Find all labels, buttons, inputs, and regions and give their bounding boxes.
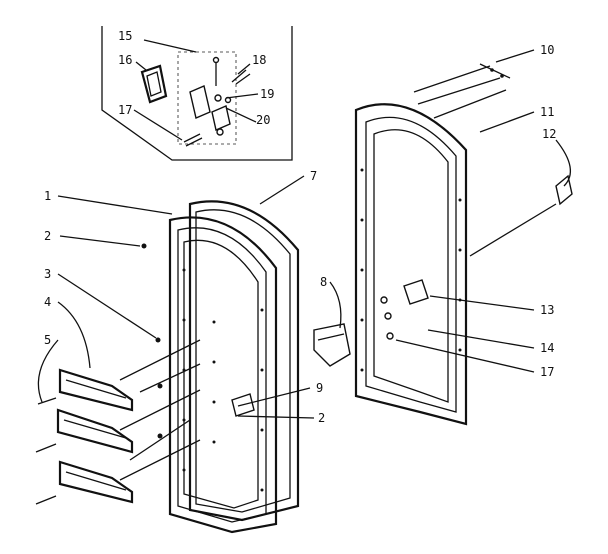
- assembly-lines: [119, 243, 201, 481]
- leader-19: [225, 93, 259, 99]
- leaders: [37, 49, 572, 419]
- inset-frame-part: [140, 64, 168, 104]
- frame-screw-holes: [360, 168, 462, 372]
- callout-20: 20: [256, 113, 270, 127]
- callout-15: 15: [118, 29, 132, 43]
- inset-border: [101, 26, 293, 161]
- cabinet-frame: [354, 103, 468, 426]
- door-panel: [168, 216, 278, 534]
- leader-20: [225, 107, 257, 123]
- hinge-part-13: [403, 279, 429, 305]
- callout-18: 18: [252, 53, 266, 67]
- callout-17-right: 17: [540, 365, 554, 379]
- door-gasket: [188, 200, 300, 522]
- leader-15: [143, 39, 197, 53]
- callout-10: 10: [540, 43, 554, 57]
- callout-numbers: 15 16 17 18 19 20 1 2 3 4 5 7 8 9 2 10 1…: [44, 29, 556, 425]
- leader-18: [237, 63, 251, 75]
- callout-8: 8: [320, 275, 327, 289]
- callout-16: 16: [118, 53, 132, 67]
- bracket-part-8: [313, 323, 351, 367]
- callout-19: 19: [260, 87, 274, 101]
- callout-2-right: 2: [318, 411, 325, 425]
- callout-3: 3: [44, 267, 51, 281]
- leader-16: [135, 61, 147, 71]
- callout-9: 9: [316, 381, 323, 395]
- inset-hinge-part: [183, 56, 251, 147]
- callout-14: 14: [540, 341, 554, 355]
- callout-1: 1: [44, 189, 51, 203]
- callout-17-inset: 17: [118, 103, 132, 117]
- callout-11: 11: [540, 105, 554, 119]
- callout-4: 4: [44, 295, 51, 309]
- door-shelves: [35, 368, 134, 505]
- leader-17a: [133, 109, 183, 141]
- callout-2-left: 2: [44, 229, 51, 243]
- handle-part-12: [469, 174, 573, 257]
- inset-detail: [101, 26, 293, 161]
- door-screw-holes: [182, 268, 264, 492]
- callout-7: 7: [310, 169, 317, 183]
- inset-dashed-box: [177, 51, 237, 145]
- callout-13: 13: [540, 303, 554, 317]
- callout-5: 5: [44, 333, 51, 347]
- callout-12: 12: [542, 127, 556, 141]
- top-rails: [413, 63, 511, 119]
